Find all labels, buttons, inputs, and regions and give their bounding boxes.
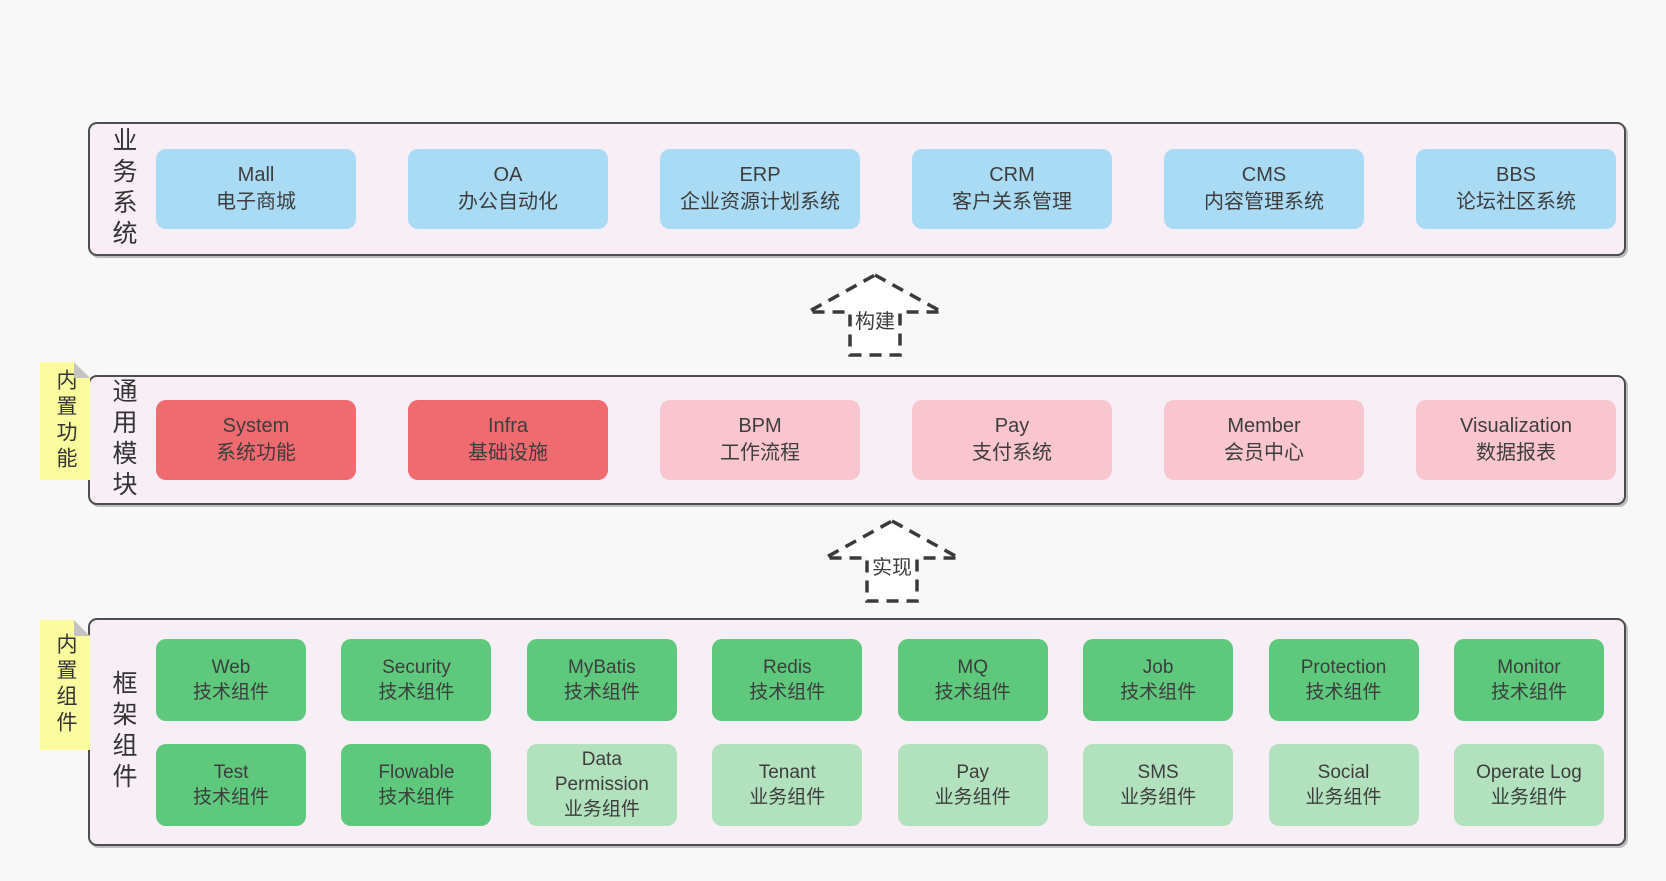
box-title: Web (211, 656, 251, 678)
sticky-note-builtin-components: 内置组件 (40, 620, 90, 750)
box-title: Social (1317, 761, 1370, 783)
section-common-modules: 通用模块 System 系统功能 Infra 基础设施 BPM 工作流程 Pay… (88, 375, 1626, 505)
box-subtitle: 技术组件 (749, 681, 826, 703)
box-subtitle: 内容管理系统 (1204, 191, 1324, 213)
box-web: Web 技术组件 (156, 638, 306, 721)
box-subtitle: 企业资源计划系统 (680, 191, 840, 213)
box-title: Pay (956, 761, 990, 783)
section-label-business: 业务系统 (109, 127, 137, 251)
box-title: Test (213, 761, 249, 783)
box-subtitle: 论坛社区系统 (1456, 191, 1576, 213)
box-title: System (222, 415, 290, 437)
box-protection: Protection 技术组件 (1268, 638, 1419, 721)
box-job: Job 技术组件 (1083, 638, 1234, 721)
box-title: Mall (237, 164, 275, 186)
section-label-components: 框架组件 (109, 670, 137, 794)
box-subtitle: 业务组件 (934, 786, 1011, 808)
box-tenant: Tenant 业务组件 (712, 743, 863, 826)
arrow-implement-label: 实现 (869, 551, 915, 580)
box-title: CMS (1241, 164, 1287, 186)
sticky-note-builtin-features: 内置功能 (40, 362, 90, 480)
box-title: MQ (957, 656, 988, 678)
box-subtitle: 电子商城 (216, 191, 296, 213)
section-label-modules: 通用模块 (109, 378, 137, 502)
box-test: Test 技术组件 (156, 743, 306, 826)
box-bbs: BBS 论坛社区系统 (1416, 149, 1616, 229)
section-framework-components: 框架组件 Web 技术组件 Security 技术组件 MyBatis 技术组件… (88, 618, 1626, 846)
box-subtitle: 业务组件 (749, 786, 826, 808)
box-subtitle: 技术组件 (378, 681, 455, 703)
box-title: MyBatis (568, 656, 636, 678)
box-subtitle: 业务组件 (1120, 786, 1197, 808)
sticky-note-text: 内置功能 (54, 369, 77, 473)
box-subtitle: 业务组件 (1490, 786, 1567, 808)
box-crm: CRM 客户关系管理 (912, 149, 1112, 229)
box-pay-module: Pay 支付系统 (912, 400, 1112, 480)
box-erp: ERP 企业资源计划系统 (660, 149, 860, 229)
box-subtitle: 会员中心 (1224, 442, 1304, 464)
box-subtitle: 技术组件 (1305, 681, 1382, 703)
box-bpm: BPM 工作流程 (660, 400, 860, 480)
box-social: Social 业务组件 (1268, 743, 1419, 826)
arrow-build: 构建 (805, 272, 945, 358)
box-infra: Infra 基础设施 (408, 400, 608, 480)
box-title: BPM (738, 415, 782, 437)
box-title: Monitor (1497, 656, 1561, 678)
box-subtitle: 业务组件 (563, 799, 640, 820)
box-subtitle: 数据报表 (1476, 442, 1556, 464)
box-title: Job (1142, 656, 1174, 678)
box-title: CRM (989, 164, 1035, 186)
box-data-permission: Data Permission 业务组件 (526, 743, 677, 826)
box-subtitle: 业务组件 (1305, 786, 1382, 808)
box-cms: CMS 内容管理系统 (1164, 149, 1364, 229)
box-title: Redis (762, 656, 812, 678)
box-member: Member 会员中心 (1164, 400, 1364, 480)
box-visualization: Visualization 数据报表 (1416, 400, 1616, 480)
sticky-note-text: 内置组件 (54, 633, 77, 737)
box-mall: Mall 电子商城 (156, 149, 356, 229)
box-subtitle: 技术组件 (934, 681, 1011, 703)
box-title: Flowable (378, 761, 455, 783)
box-subtitle: 技术组件 (1120, 681, 1197, 703)
box-subtitle: 办公自动化 (458, 191, 558, 213)
box-subtitle: 系统功能 (216, 442, 296, 464)
box-subtitle: 基础设施 (468, 442, 548, 464)
box-title: Protection (1300, 656, 1387, 678)
box-subtitle: 客户关系管理 (952, 191, 1072, 213)
box-title: Tenant (758, 761, 816, 783)
box-title: BBS (1495, 164, 1537, 186)
box-subtitle: 技术组件 (192, 786, 269, 808)
box-operate-log: Operate Log 业务组件 (1453, 743, 1604, 826)
box-title: SMS (1137, 761, 1179, 783)
box-title: OA (493, 164, 523, 186)
box-subtitle: 技术组件 (1490, 681, 1567, 703)
box-pay-component: Pay 业务组件 (897, 743, 1048, 826)
box-sms: SMS 业务组件 (1083, 743, 1234, 826)
box-title: Data Permission (554, 749, 649, 795)
box-monitor: Monitor 技术组件 (1453, 638, 1604, 721)
box-mybatis: MyBatis 技术组件 (526, 638, 677, 721)
box-subtitle: 技术组件 (563, 681, 640, 703)
box-oa: OA 办公自动化 (408, 149, 608, 229)
box-mq: MQ 技术组件 (897, 638, 1048, 721)
box-subtitle: 工作流程 (720, 442, 800, 464)
box-title: Infra (487, 415, 529, 437)
box-title: Visualization (1460, 415, 1572, 437)
arrow-implement: 实现 (822, 518, 962, 604)
box-security: Security 技术组件 (341, 638, 492, 721)
box-title: Security (382, 656, 451, 678)
section-business-systems: 业务系统 Mall 电子商城 OA 办公自动化 ERP 企业资源计划系统 CRM… (88, 122, 1626, 256)
box-flowable: Flowable 技术组件 (341, 743, 492, 826)
box-title: Operate Log (1476, 761, 1582, 783)
box-subtitle: 支付系统 (972, 442, 1052, 464)
box-system: System 系统功能 (156, 400, 356, 480)
box-title: Pay (994, 415, 1030, 437)
box-subtitle: 技术组件 (378, 786, 455, 808)
box-title: Member (1227, 415, 1301, 437)
box-subtitle: 技术组件 (192, 681, 269, 703)
arrow-build-label: 构建 (852, 305, 898, 334)
box-title: ERP (739, 164, 781, 186)
box-redis: Redis 技术组件 (712, 638, 863, 721)
